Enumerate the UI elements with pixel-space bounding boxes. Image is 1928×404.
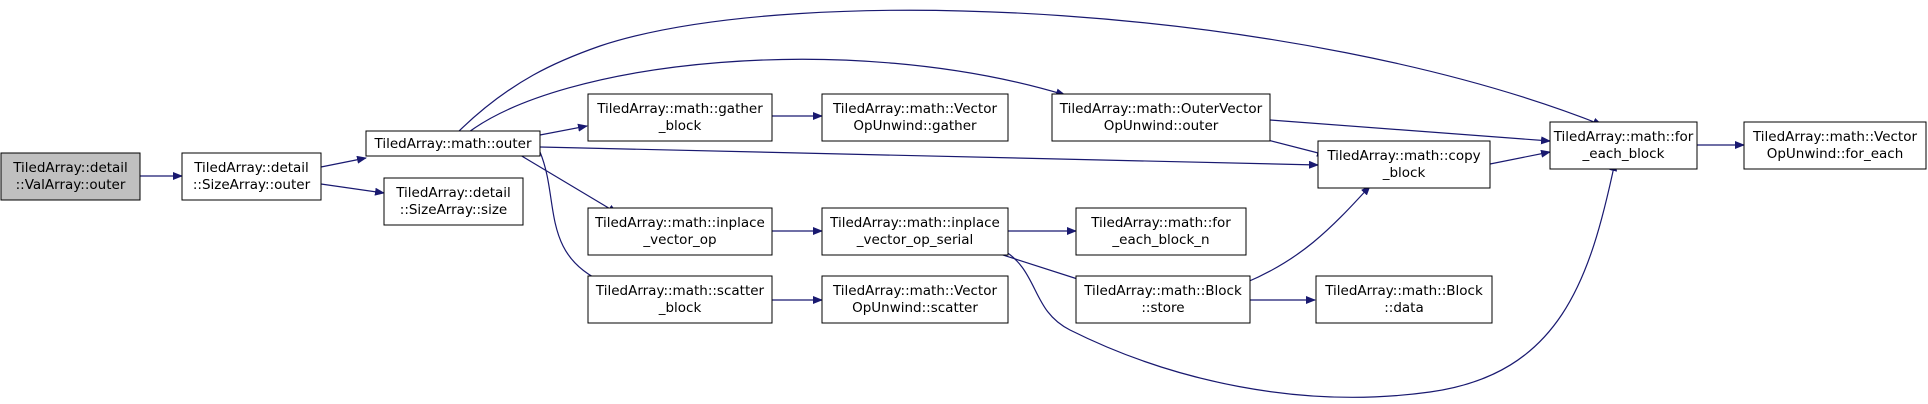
node-label: OpUnwind::for_each (1767, 146, 1904, 162)
node-label: _each_block (1582, 146, 1665, 162)
node-scatter-block[interactable]: TiledArray::math::scatter _block (587, 275, 773, 324)
node-valarray-outer[interactable]: TiledArray::detail ::ValArray::outer (0, 152, 141, 201)
node-label: TiledArray::math::scatter (595, 283, 765, 299)
node-label: TiledArray::math::for (1553, 129, 1694, 145)
node-outervector-opunwind-outer[interactable]: TiledArray::math::OuterVector OpUnwind::… (1051, 93, 1271, 142)
node-label: TiledArray::math::inplace (829, 215, 1000, 231)
node-label: TiledArray::detail (193, 160, 309, 176)
node-label: TiledArray::detail (12, 160, 128, 176)
node-inplace-vector-op[interactable]: TiledArray::math::inplace _vector_op (587, 207, 773, 256)
node-label: _block (658, 300, 702, 316)
node-label: TiledArray::math::Vector (832, 101, 998, 117)
node-label: TiledArray::detail (395, 185, 511, 201)
node-label: TiledArray::math::copy (1326, 148, 1480, 164)
node-label: TiledArray::math::Vector (1752, 129, 1918, 145)
edges (140, 9, 1745, 398)
edge-math-outer-to-outervector-outer (464, 58, 1066, 136)
node-for-each-block-n[interactable]: TiledArray::math::for _each_block_n (1075, 207, 1247, 256)
edge-sizearray-outer-to-sizearray-size (320, 183, 385, 196)
node-label: _block (1382, 165, 1426, 181)
edge-block-store-to-copy-block (1244, 185, 1371, 284)
node-label: ::store (1141, 300, 1184, 316)
node-block-data[interactable]: TiledArray::math::Block ::data (1315, 275, 1493, 324)
node-label: _block (658, 118, 702, 134)
node-label: TiledArray::math::Vector (832, 283, 998, 299)
node-label: TiledArray::math::Block (1324, 283, 1483, 299)
node-label: OpUnwind::outer (1104, 118, 1219, 134)
node-copy-block[interactable]: TiledArray::math::copy _block (1317, 140, 1491, 189)
node-label: TiledArray::math::Block (1083, 283, 1242, 299)
node-for-each-block[interactable]: TiledArray::math::for _each_block (1549, 121, 1698, 170)
node-label: TiledArray::math::OuterVector (1059, 101, 1263, 117)
edge-math-outer-to-inplace-vector-op (519, 154, 618, 214)
node-label: ::data (1384, 300, 1424, 316)
node-label: _each_block_n (1111, 232, 1209, 248)
edge-math-outer-to-copy-block (539, 146, 1319, 169)
edge-math-outer-to-gather-block (539, 123, 588, 136)
edge-math-outer-to-for-each-block (454, 9, 1603, 136)
edge-math-outer-to-scatter-block (539, 151, 606, 284)
node-vector-opunwind-for-each[interactable]: TiledArray::math::Vector OpUnwind::for_e… (1743, 121, 1927, 170)
edge-outervector-outer-to-for-each-block (1269, 119, 1551, 145)
node-label: ::SizeArray::size (400, 202, 507, 218)
node-inplace-vector-op-serial[interactable]: TiledArray::math::inplace _vector_op_ser… (821, 207, 1009, 256)
edge-serial-to-for-each-block (999, 161, 1618, 398)
node-vector-opunwind-gather[interactable]: TiledArray::math::Vector OpUnwind::gathe… (821, 93, 1009, 142)
node-math-outer[interactable]: TiledArray::math::outer (365, 130, 541, 157)
node-sizearray-size[interactable]: TiledArray::detail ::SizeArray::size (383, 177, 524, 226)
node-label: ::SizeArray::outer (193, 177, 311, 193)
edge-sizearray-outer-to-math-outer (320, 155, 367, 168)
node-vector-opunwind-scatter[interactable]: TiledArray::math::Vector OpUnwind::scatt… (821, 275, 1009, 324)
node-label: OpUnwind::scatter (852, 300, 978, 316)
node-label: TiledArray::math::inplace (594, 215, 765, 231)
node-label: TiledArray::math::for (1090, 215, 1231, 231)
node-block-store[interactable]: TiledArray::math::Block ::store (1075, 275, 1251, 324)
node-label: ::ValArray::outer (16, 177, 126, 193)
node-label: OpUnwind::gather (853, 118, 977, 134)
node-gather-block[interactable]: TiledArray::math::gather _block (587, 93, 773, 142)
node-label: TiledArray::math::gather (596, 101, 763, 117)
node-sizearray-outer[interactable]: TiledArray::detail ::SizeArray::outer (181, 152, 322, 201)
edge-copy-block-to-for-each-block (1489, 149, 1551, 165)
node-label: TiledArray::math::outer (373, 136, 531, 152)
node-label: _vector_op_serial (856, 232, 974, 248)
node-label: _vector_op (642, 232, 716, 248)
